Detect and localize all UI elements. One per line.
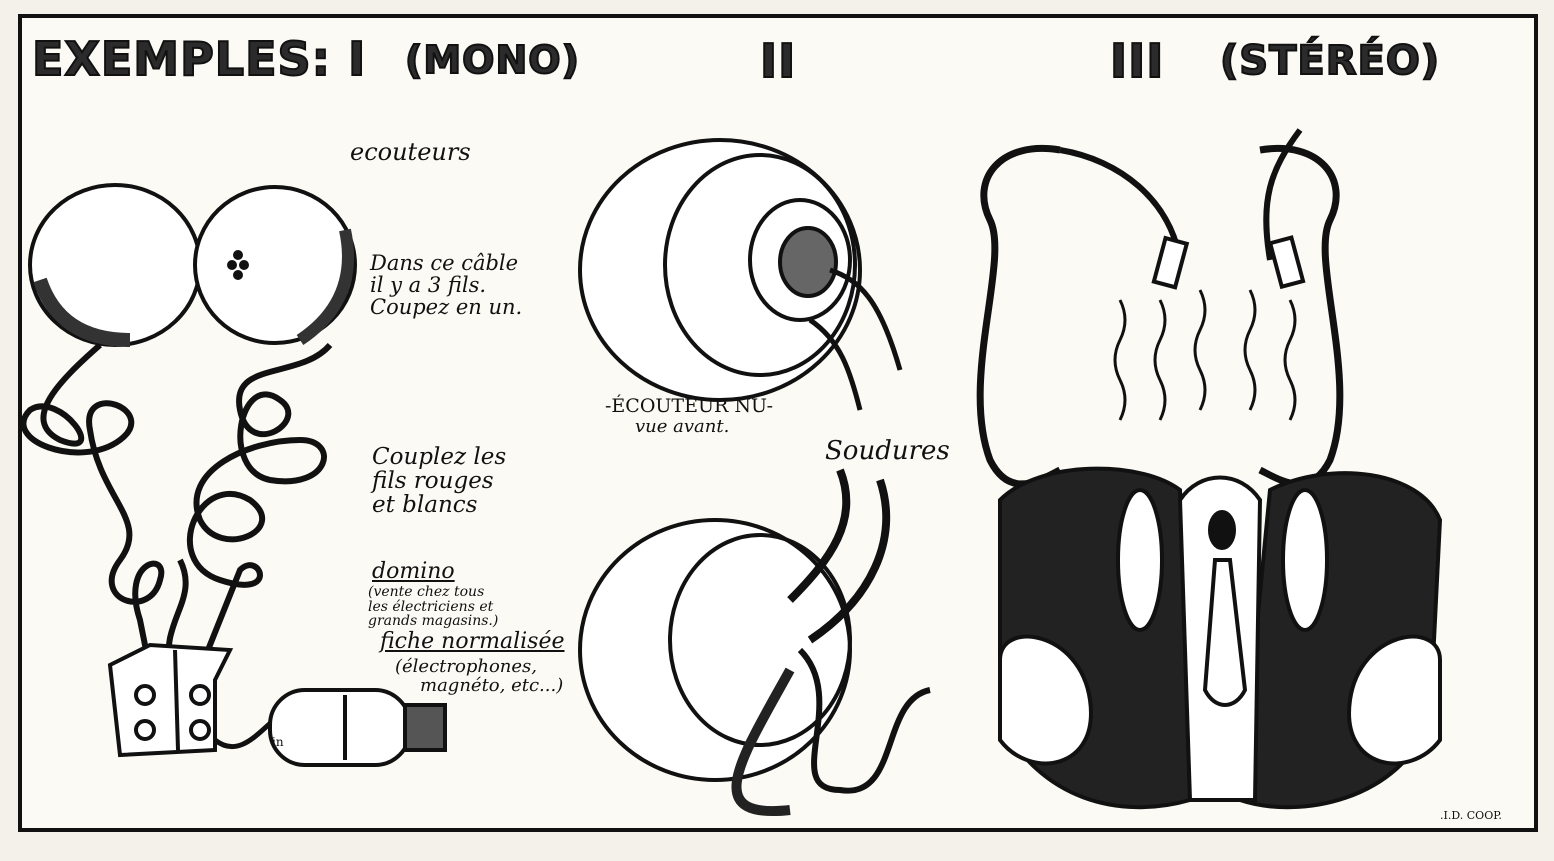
label-domino-note-line: grands magasins.) <box>368 613 499 630</box>
title-example-one-mode: (MONO) <box>404 37 580 83</box>
label-ecouteurs: ecouteurs <box>350 138 471 166</box>
label-fiche-note-line: magnéto, etc...) <box>420 674 564 696</box>
label-couplez-line: Couplez les <box>372 444 507 470</box>
label-soudures: Soudures <box>825 436 950 466</box>
plug-tag: in <box>272 735 284 749</box>
coiled-cables <box>20 342 333 672</box>
label-couplez-line: et blancs <box>372 492 478 519</box>
label-domino-note: (vente chez tous les électriciens et gra… <box>368 585 498 629</box>
title-example-three-mode: (STÉRÉO) <box>1219 37 1441 85</box>
title-example-two: II <box>759 33 797 89</box>
stereo-head-figure <box>976 128 1443 810</box>
artist-signature: .I.D. COOP. <box>1440 809 1502 822</box>
label-couplez-line: fils rouges <box>372 468 494 495</box>
label-cable-line: il y a 3 fils. <box>370 273 487 298</box>
label-ecouteur-nu: -ÉCOUTEUR NU- <box>605 395 774 417</box>
label-vue: vue avant. <box>635 416 730 437</box>
label-domino: domino <box>372 559 455 584</box>
label-cable-line: Coupez en un. <box>370 295 523 320</box>
label-fiche: fiche normalisée <box>380 629 565 654</box>
domino-connector <box>107 642 234 758</box>
mono-earphones <box>28 183 357 347</box>
label-fiche-note: (électrophones, magnéto, etc...) <box>395 656 564 696</box>
label-couplez: Couplez les fils rouges et blancs <box>372 444 507 519</box>
standard-plug <box>213 688 447 767</box>
label-fiche-note-line: (électrophones, <box>395 656 537 677</box>
label-domino-note-line: (vente chez tous <box>368 584 485 600</box>
label-cable: Dans ce câble il y a 3 fils. Coupez en u… <box>370 252 522 318</box>
bare-earphone-soldered-view <box>578 468 931 817</box>
title-example-three: III <box>1109 33 1165 89</box>
label-cable-line: Dans ce câble <box>370 251 519 275</box>
label-domino-note-line: les électriciens et <box>368 598 494 615</box>
bare-earphone-front-view <box>578 138 903 411</box>
title-example-one: EXEMPLES: I <box>31 31 367 87</box>
